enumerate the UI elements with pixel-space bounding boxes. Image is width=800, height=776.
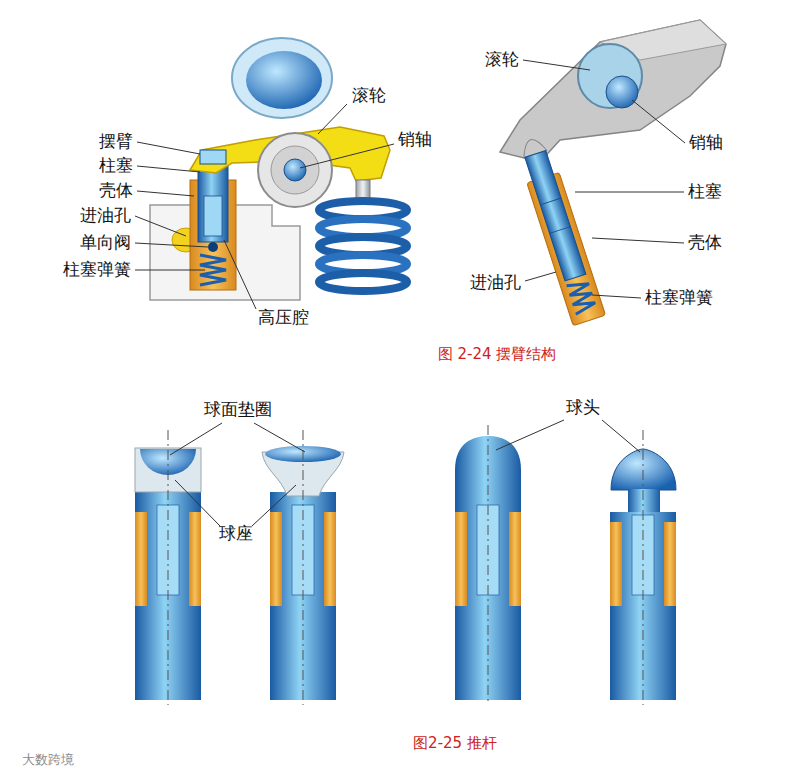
rocker-cutaway (150, 38, 407, 300)
part-label: 柱塞弹簧 (645, 288, 713, 308)
rocker-cutaway (319, 273, 407, 291)
watermark: 大数跨境 (22, 753, 74, 768)
rocker-assembly (606, 76, 638, 108)
pushrod-ends (270, 512, 282, 606)
leader-lines (592, 295, 641, 298)
rocker-assembly (550, 227, 571, 234)
leader-lines (135, 60, 685, 526)
part-label: 销轴 (689, 133, 723, 153)
leader-lines (137, 142, 200, 154)
rocker-assembly (540, 198, 561, 205)
leader-lines (175, 480, 220, 526)
leader-lines (523, 60, 590, 70)
part-label: 壳体 (688, 233, 722, 253)
part-label: 柱塞 (688, 182, 722, 202)
part-label: 摆臂 (99, 132, 133, 152)
rocker-cutaway (284, 159, 306, 181)
part-label: 高压腔 (258, 308, 309, 328)
leader-lines (254, 423, 305, 452)
leader-lines (632, 100, 685, 143)
part-label: 销轴 (398, 130, 432, 150)
part-label: 柱塞 (99, 156, 133, 176)
pushrod-ends (189, 512, 201, 606)
leader-lines (496, 420, 564, 450)
rocker-cutaway (204, 196, 222, 236)
rocker-cutaway (246, 51, 322, 109)
rocker-assembly (578, 44, 642, 108)
leader-lines (252, 485, 296, 526)
leader-lines (135, 243, 208, 247)
part-label: 进油孔 (470, 273, 521, 293)
rocker-assembly (567, 279, 597, 314)
part-label: 进油孔 (80, 206, 131, 226)
pushrod-ends (610, 522, 622, 606)
leader-lines (135, 270, 205, 271)
rocker-cutaway (258, 133, 332, 207)
pushrod-ends (509, 512, 521, 606)
pushrod-ends (664, 522, 676, 606)
leader-lines (575, 192, 684, 193)
rocker-cutaway (208, 242, 218, 252)
leader-lines (525, 272, 556, 281)
leader-lines (224, 240, 256, 309)
part-label: 单向阀 (80, 233, 131, 253)
pushrod-ends (643, 430, 644, 705)
rocker-assembly (500, 20, 726, 326)
pushrod-ends (168, 425, 643, 705)
rocker-assembly (514, 134, 605, 325)
part-label: 球面垫圈 (204, 400, 272, 420)
part-label: 柱塞弹簧 (63, 260, 131, 280)
part-label: 壳体 (99, 181, 133, 201)
part-label: 滚轮 (485, 50, 519, 70)
rocker-cutaway (200, 150, 226, 164)
figure-caption: 图 2-24 摆臂结构 (438, 346, 557, 363)
pushrod-ends (135, 425, 676, 705)
figure-caption: 图2-25 推杆 (413, 735, 497, 752)
pushrod-ends (324, 512, 336, 606)
rocker-cutaway (271, 146, 319, 194)
rocker-cutaway (190, 180, 236, 290)
leader-lines (137, 191, 194, 196)
part-label: 球头 (566, 398, 600, 418)
pushrod-ends (488, 425, 489, 705)
part-label: 滚轮 (352, 86, 386, 106)
pushrod-ends (455, 512, 467, 606)
pushrod-ends (628, 489, 660, 513)
leader-lines (135, 216, 186, 236)
leader-lines (318, 104, 347, 134)
leader-lines (602, 420, 640, 452)
rocker-assembly (500, 20, 726, 162)
leader-lines (592, 238, 684, 243)
leader-lines (137, 166, 200, 172)
rocker-assembly (525, 151, 586, 281)
pushrod-ends (168, 430, 169, 705)
leader-lines (300, 144, 394, 168)
pushrod-ends (135, 512, 147, 606)
rocker-cutaway (232, 38, 332, 118)
part-label: 球座 (219, 524, 253, 544)
leader-lines (170, 423, 222, 455)
pushrod-ends (303, 430, 304, 705)
